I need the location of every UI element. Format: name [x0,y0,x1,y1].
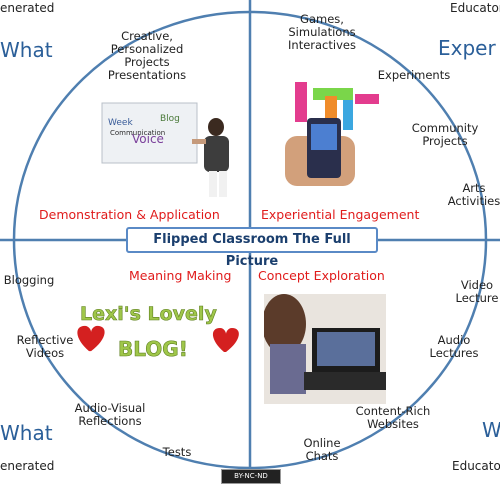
item-video-lectures: Video Lecture [455,278,499,305]
item-tests: Tests [162,445,192,459]
item-reflective-videos: Reflective Videos [16,333,74,360]
corner-top-left: enerated [0,1,55,15]
diagram-title: Flipped Classroom The Full Picture [126,227,378,269]
item-arts-activities: Arts Activities [447,181,500,208]
big-label-bottom-left: What [0,421,53,445]
whiteboard-word-voice: Voice [132,132,164,146]
big-label-top-left: What [0,38,53,62]
item-blogging: Blogging [3,273,55,287]
heart-right-icon [212,328,239,352]
corner-top-right: Educator [450,1,500,15]
corner-bottom-right: Educator [452,459,500,473]
big-label-top-right: Exper [438,36,496,60]
item-games-simulations: Games, Simulations Interactives [288,12,356,52]
whiteboard-word-blog: Blog [160,114,180,124]
item-experiments: Experiments [377,68,451,82]
license-label: BY-NC-ND [234,472,268,480]
item-audio-visual-reflections: Audio-Visual Reflections [74,401,146,428]
item-creative-projects: Creative, Personalized Projects Presenta… [107,29,187,82]
blog-logo-word: BLOG! [118,337,188,361]
presentation-photo: Week Voice Communication Blog [100,97,245,202]
item-content-rich-websites: Content-Rich Websites [355,404,431,431]
item-online-chats: Online Chats [303,436,341,463]
heart-left-icon [77,325,105,352]
item-community-projects: Community Projects [411,121,479,148]
quadrant-label-concept-exploration: Concept Exploration [258,268,385,283]
phone-toy-photo [265,78,385,193]
quadrant-label-meaning-making: Meaning Making [129,268,232,283]
whiteboard-word-communication: Communication [110,129,165,137]
quadrant-label-demonstration: Demonstration & Application [39,207,220,222]
quadrant-label-experiential: Experiential Engagement [261,207,420,222]
big-label-bottom-right: W [482,418,500,442]
laptop-photo [264,294,386,404]
corner-bottom-left: enerated [0,459,55,473]
blog-logo-title: Lexi's Lovely [80,303,217,325]
whiteboard-word-week: Week [108,118,133,128]
blog-logo: Lexi's Lovely BLOG! [74,290,250,370]
license-badge: BY-NC-ND [221,469,281,484]
item-audio-lectures: Audio Lectures [429,333,479,360]
